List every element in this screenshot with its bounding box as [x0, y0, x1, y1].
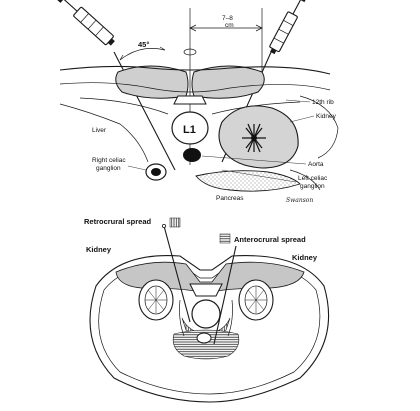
bottom-aorta [196, 332, 212, 344]
anterocrural-label: Anterocrural spread [234, 235, 306, 244]
retrocrural-needle-hub [161, 223, 166, 228]
retrocrural-legend-swatch [169, 217, 181, 228]
aorta-vessel [183, 148, 201, 162]
body-wall [59, 65, 331, 115]
pancreas-label: Pancreas [216, 195, 244, 202]
angle-label: 45° [138, 40, 149, 49]
left-syringe-icon [56, 0, 115, 46]
retrocrural-label: Retrocrural spread [84, 217, 152, 226]
bowel-contours [289, 95, 339, 191]
pancreas [195, 170, 301, 192]
aorta-label: Aorta [308, 161, 324, 168]
left-kidney [218, 105, 299, 169]
retrocrural-needle [163, 225, 191, 323]
right-ganglion-label-line2: ganglion [96, 165, 121, 172]
vertebra-label: L1 [183, 124, 196, 136]
kidney-left-label: Kidney [86, 245, 112, 254]
bottom-panel: Retrocrural spread Anterocrural spread K… [84, 217, 330, 403]
liver-outline [59, 103, 149, 163]
top-panel: 7–8 cm [56, 0, 339, 204]
kidney-right-label: Kidney [292, 253, 318, 262]
left-ganglion-label-line2: ganglion [300, 183, 325, 190]
kidney-label: Kidney [316, 113, 337, 120]
angle-marker: 45° [119, 40, 166, 61]
bottom-right-kidney [238, 279, 274, 321]
diaphragm-crura [179, 299, 233, 337]
left-ganglion-label-line1: Left celiac [298, 175, 328, 182]
bottom-vertebra [189, 283, 223, 329]
distance-marker: 7–8 cm [189, 15, 263, 32]
distance-label: 7–8 [222, 15, 233, 22]
artist-signature: Swanson [286, 197, 313, 204]
right-syringe-icon [269, 0, 307, 55]
right-ganglion-label-line1: Right celiac [92, 157, 126, 164]
vertebra-l1: L1 [171, 95, 209, 145]
top-labels: Liver 12th rib Kidney Aorta Right celiac… [92, 99, 337, 204]
right-celiac-ganglion [145, 163, 167, 181]
needle-entry-ellipse [183, 48, 197, 56]
anterocrural-needle [213, 245, 237, 345]
paraspinal-muscles [115, 65, 265, 99]
anterocrural-spread-area [172, 329, 240, 360]
distance-unit-label: cm [225, 22, 234, 29]
anterocrural-legend-swatch [219, 233, 231, 244]
rib-label: 12th rib [312, 99, 334, 106]
bottom-left-kidney [138, 279, 174, 321]
liver-label: Liver [92, 127, 107, 134]
